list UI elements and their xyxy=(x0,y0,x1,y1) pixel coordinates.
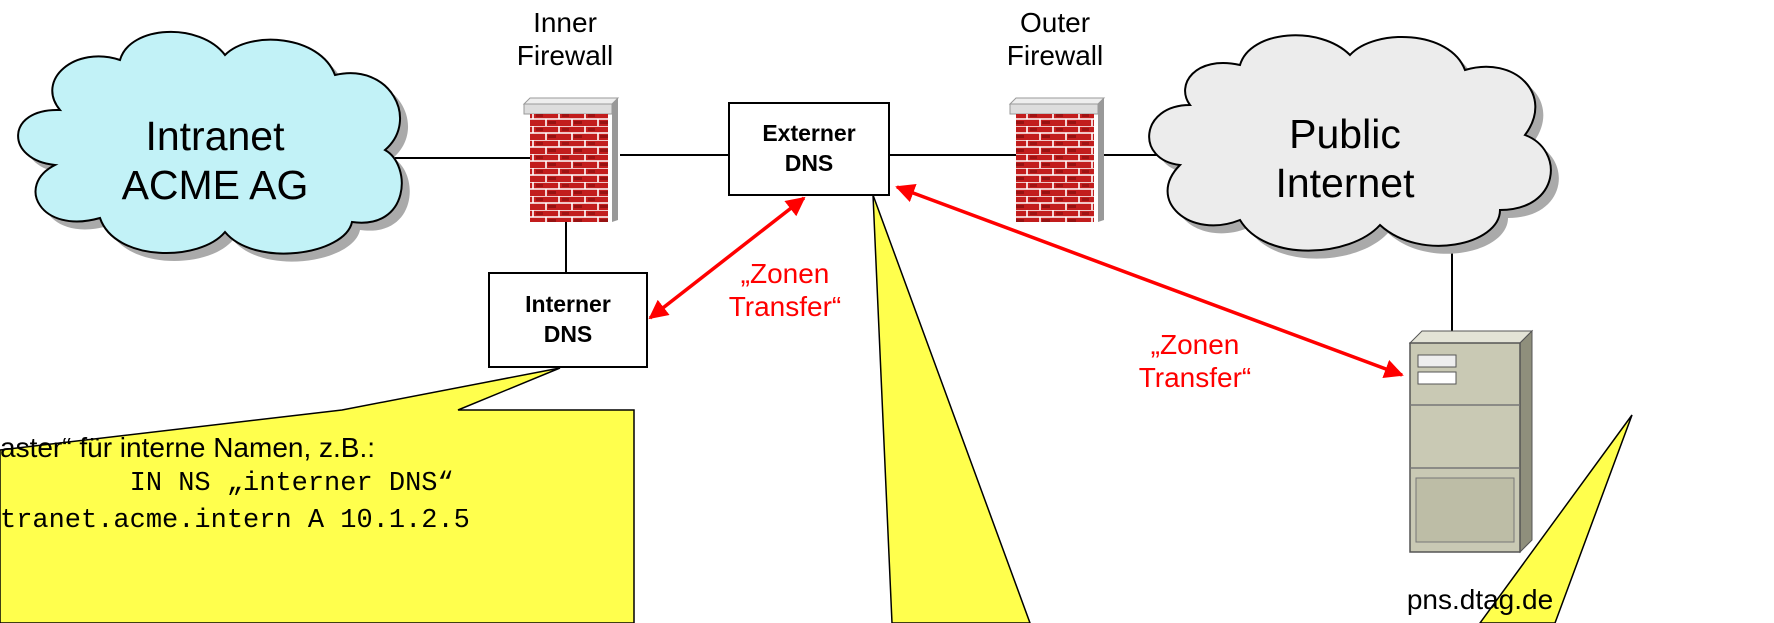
zone-transfer-1-line2: Transfer“ xyxy=(728,291,842,323)
inner-firewall-brick-wall-icon xyxy=(522,97,620,222)
callout-line2: IN NS „interner DNS“ xyxy=(0,469,454,499)
zone-transfer-2-line1: „Zonen xyxy=(1150,329,1240,360)
outer-firewall-label: Outer Firewall xyxy=(970,6,1140,72)
intranet-line1: Intranet xyxy=(145,113,285,159)
zone-transfer-2-line2: Transfer“ xyxy=(1138,362,1252,394)
zone-transfer-arrow-external xyxy=(895,184,1404,378)
callout-line1: aster“ für interne Namen, z.B.: xyxy=(0,432,376,463)
zone-transfer-arrow-internal xyxy=(648,196,806,320)
externer-dns-line1: Externer xyxy=(762,120,856,147)
externer-dns-line2: DNS xyxy=(784,150,834,176)
server-callout xyxy=(1479,414,1633,623)
interner-dns-line2: DNS xyxy=(543,321,593,347)
inner-firewall-line1: Inner xyxy=(533,7,597,38)
public-line1: Public xyxy=(1289,111,1401,157)
interner-dns-callout xyxy=(0,367,635,623)
zone-transfer-label-1: „Zonen Transfer“ xyxy=(700,257,870,323)
zone-transfer-label-2: „Zonen Transfer“ xyxy=(1110,328,1280,394)
externer-dns-callout xyxy=(872,194,1031,623)
outer-firewall-brick-wall-icon xyxy=(1008,97,1106,222)
intranet-cloud-label: Intranet ACME AG xyxy=(95,112,335,210)
zone-transfer-1-line1: „Zonen xyxy=(740,258,830,289)
callout-line3: tranet.acme.intern A 10.1.2.5 xyxy=(0,506,470,536)
interner-dns-line1: Interner xyxy=(525,291,611,318)
inner-firewall-label: Inner Firewall xyxy=(480,6,650,72)
outer-firewall-line1: Outer xyxy=(1019,7,1091,38)
inner-firewall-line2: Firewall xyxy=(516,40,614,72)
intranet-line2: ACME AG xyxy=(121,162,309,209)
outer-firewall-line2: Firewall xyxy=(1006,40,1104,72)
public-line2: Internet xyxy=(1275,160,1415,207)
intranet-cloud xyxy=(17,30,410,262)
server-tower-icon xyxy=(1408,329,1534,554)
public-cloud-label: Public Internet xyxy=(1225,110,1465,208)
server-label: pns.dtag.de xyxy=(1406,584,1554,615)
